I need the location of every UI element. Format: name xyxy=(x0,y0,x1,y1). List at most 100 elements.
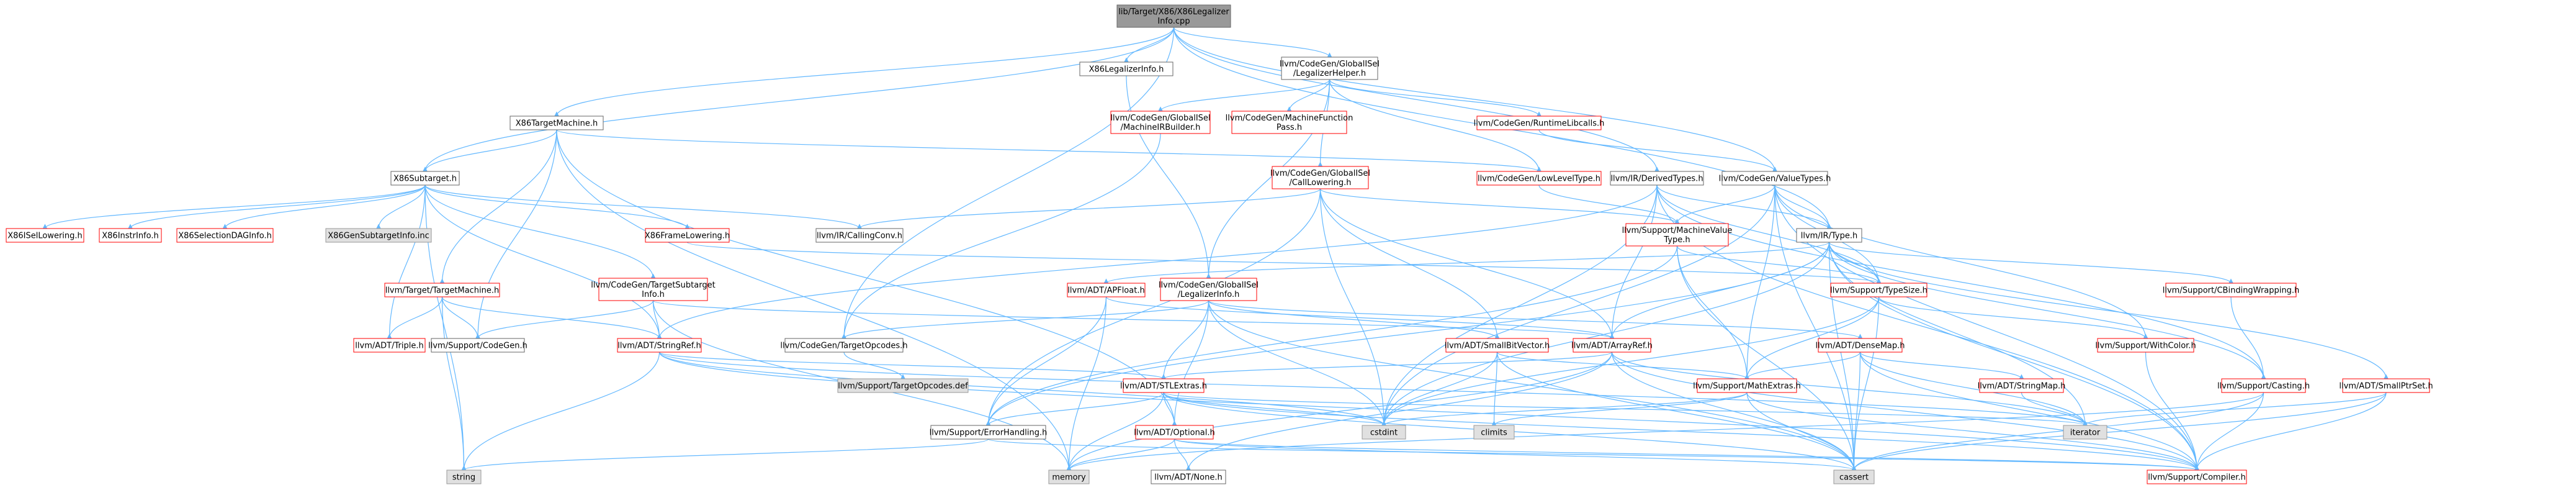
node-densemap_h[interactable]: llvm/ADT/DenseMap.h xyxy=(1815,338,1905,353)
edge-smallptrset_h-to-compiler_h xyxy=(2194,392,2387,471)
node-label: llvm/ADT/StringMap.h xyxy=(1978,382,2066,391)
node-arrayref_h[interactable]: llvm/ADT/ArrayRef.h xyxy=(1571,338,1653,353)
node-casting_h[interactable]: llvm/Support/Casting.h xyxy=(2217,378,2310,393)
node-stringmap_h[interactable]: llvm/ADT/StringMap.h xyxy=(1978,378,2066,393)
node-irtype_h[interactable]: llvm/IR/Type.h xyxy=(1796,228,1862,243)
edge-smallptrset_h-to-cassert xyxy=(1851,392,2387,471)
edge-valuetypes_h-to-mathextras_h xyxy=(1744,184,1775,379)
node-x86instrinfo_h[interactable]: X86InstrInfo.h xyxy=(99,228,162,243)
node-label: /MachineIRBuilder.h xyxy=(1121,123,1201,132)
node-label: cassert xyxy=(1839,473,1869,483)
edge-mathextras_h-to-cstdint xyxy=(1381,392,1748,426)
node-label: X86GenSubtargetInfo.inc xyxy=(328,232,429,241)
node-label: llvm/ADT/ArrayRef.h xyxy=(1571,342,1653,351)
node-stlextras_h[interactable]: llvm/ADT/STLExtras.h xyxy=(1120,378,1207,393)
edge-typesize_h-to-mathextras_h xyxy=(1744,296,1880,379)
edge-valuetypes_h-to-cstdint xyxy=(1381,184,1775,426)
node-none_h[interactable]: llvm/ADT/None.h xyxy=(1151,470,1226,484)
edge-root-to-derivedtypes_h xyxy=(1173,27,1660,172)
edge-root-to-valuetypes_h xyxy=(1173,27,1778,172)
edge-optional_h-to-cassert xyxy=(1174,438,1857,471)
node-root[interactable]: lib/Target/X86/X86LegalizerInfo.cpp xyxy=(1116,4,1231,28)
node-box-none_h xyxy=(1151,470,1226,484)
node-optional_h[interactable]: llvm/ADT/Optional.h xyxy=(1134,425,1215,440)
node-box-valuetypes_h xyxy=(1721,171,1828,186)
node-legalizerinfo_h[interactable]: llvm/CodeGen/GlobalISel/LegalizerInfo.h xyxy=(1159,278,1259,301)
node-cassert[interactable]: cassert xyxy=(1833,470,1875,484)
node-smallptrset_h[interactable]: llvm/ADT/SmallPtrSet.h xyxy=(2339,378,2433,393)
node-label: X86InstrInfo.h xyxy=(102,232,158,241)
node-box-targetsubtargetinfo_h xyxy=(598,278,708,301)
node-callingconv_h[interactable]: llvm/IR/CallingConv.h xyxy=(815,228,904,243)
edge-casting_h-to-compiler_h xyxy=(2194,392,2264,471)
node-label: memory xyxy=(1052,473,1086,483)
node-calllowering_h[interactable]: llvm/CodeGen/GlobalISel/CallLowering.h xyxy=(1270,166,1370,189)
node-targetmachine_h[interactable]: llvm/Target/TargetMachine.h xyxy=(384,283,500,297)
edge-irtype_h-to-cbindingwrapping_h xyxy=(1828,242,2234,284)
node-targetopcodes_def[interactable]: llvm/Support/TargetOpcodes.def xyxy=(837,378,969,393)
edge-legalizerhelper_h-to-machineirbuilder_h xyxy=(1157,79,1331,112)
node-withcolor_h[interactable]: llvm/Support/WithColor.h xyxy=(2095,338,2196,353)
node-cstdint[interactable]: cstdint xyxy=(1362,425,1406,440)
node-cbindingwrapping_h[interactable]: llvm/Support/CBindingWrapping.h xyxy=(2163,283,2300,297)
edge-valuetypes_h-to-machinevaluetype_h xyxy=(1674,184,1775,224)
node-runtimelibcalls_h[interactable]: llvm/CodeGen/RuntimeLibcalls.h xyxy=(1474,116,1605,130)
node-apfloat_h[interactable]: llvm/ADT/APFloat.h xyxy=(1067,283,1146,297)
node-label: /CallLowering.h xyxy=(1289,178,1351,188)
node-machineirbuilder_h[interactable]: llvm/CodeGen/GlobalISel/MachineIRBuilder… xyxy=(1110,111,1211,134)
node-label: llvm/Support/Casting.h xyxy=(2217,382,2310,391)
node-compiler_h[interactable]: llvm/Support/Compiler.h xyxy=(2147,470,2247,484)
edge-x86subtarget_h-to-x86gensubtargetinfo_inc xyxy=(375,184,426,229)
node-codegen_h[interactable]: llvm/Support/CodeGen.h xyxy=(428,338,527,353)
node-label: X86ISelLowering.h xyxy=(7,232,83,241)
node-mathextras_h[interactable]: llvm/Support/MathExtras.h xyxy=(1693,378,1801,393)
edge-x86framelowering_h-to-typesize_h xyxy=(686,242,1882,284)
node-smallbitvector_h[interactable]: llvm/ADT/SmallBitVector.h xyxy=(1445,338,1550,353)
node-targetopcodes_h[interactable]: llvm/CodeGen/TargetOpcodes.h xyxy=(780,338,908,353)
node-lowleveltype_h[interactable]: llvm/CodeGen/LowLevelType.h xyxy=(1476,171,1602,186)
node-box-errorhandling_h xyxy=(930,425,1046,440)
node-label: Info.cpp xyxy=(1157,17,1190,26)
edge-valuetypes_h-to-cassert xyxy=(1774,184,1857,471)
edge-apfloat_h-to-errorhandling_h xyxy=(985,296,1107,426)
edge-legalizerinfo_h-to-smallbitvector_h xyxy=(1208,300,1500,339)
node-x86framelowering_h[interactable]: X86FrameLowering.h xyxy=(645,228,730,243)
node-label: llvm/CodeGen/LowLevelType.h xyxy=(1478,175,1600,184)
node-valuetypes_h[interactable]: llvm/CodeGen/ValueTypes.h xyxy=(1719,171,1831,186)
node-x86isellowering_h[interactable]: X86ISelLowering.h xyxy=(6,228,84,243)
node-x86targetmachine_h[interactable]: X86TargetMachine.h xyxy=(509,116,604,130)
node-x86legalizerinfo_h[interactable]: X86LegalizerInfo.h xyxy=(1079,61,1174,76)
edge-arrayref_h-to-iterator xyxy=(1611,352,2088,426)
edge-x86legalizerinfo_h-to-legalizerinfo_h xyxy=(1126,75,1211,279)
edge-irtype_h-to-cstdint xyxy=(1381,242,1830,426)
node-string[interactable]: string xyxy=(446,470,482,484)
edge-targetmachine_h-to-string xyxy=(441,296,467,471)
edge-machineirbuilder_h-to-targetopcodes_h xyxy=(841,133,1161,339)
edge-x86subtarget_h-to-string xyxy=(424,184,467,471)
node-derivedtypes_h[interactable]: llvm/IR/DerivedTypes.h xyxy=(1610,171,1704,186)
node-box-codegen_h xyxy=(431,338,525,353)
node-triple_h[interactable]: llvm/ADT/Triple.h xyxy=(353,338,426,353)
node-x86subtarget_h[interactable]: X86Subtarget.h xyxy=(390,171,460,186)
node-typesize_h[interactable]: llvm/Support/TypeSize.h xyxy=(1830,283,1928,297)
node-x86selectiondaginfo_h[interactable]: X86SelectionDAGInfo.h xyxy=(176,228,274,243)
edge-targetsubtargetinfo_h-to-arrayref_h xyxy=(652,300,1615,340)
node-box-casting_h xyxy=(2221,378,2306,393)
node-errorhandling_h[interactable]: llvm/Support/ErrorHandling.h xyxy=(930,425,1048,440)
node-x86gensubtargetinfo_inc[interactable]: X86GenSubtargetInfo.inc xyxy=(325,228,432,243)
node-box-machineirbuilder_h xyxy=(1110,111,1211,134)
node-legalizerhelper_h[interactable]: llvm/CodeGen/GlobalISel/LegalizerHelper.… xyxy=(1280,57,1380,80)
node-iterator[interactable]: iterator xyxy=(2063,425,2107,440)
edge-errorhandling_h-to-string xyxy=(461,438,989,471)
node-climits[interactable]: climits xyxy=(1473,425,1515,440)
edge-stlextras_h-to-cstdint xyxy=(1163,392,1387,426)
node-label: llvm/ADT/Optional.h xyxy=(1134,429,1215,438)
node-stringref_h[interactable]: llvm/ADT/StringRef.h xyxy=(617,338,702,353)
node-box-lowleveltype_h xyxy=(1476,171,1602,186)
node-label: llvm/CodeGen/GlobalISel xyxy=(1159,281,1259,290)
node-label: llvm/ADT/None.h xyxy=(1154,473,1222,483)
node-memory[interactable]: memory xyxy=(1048,470,1090,484)
